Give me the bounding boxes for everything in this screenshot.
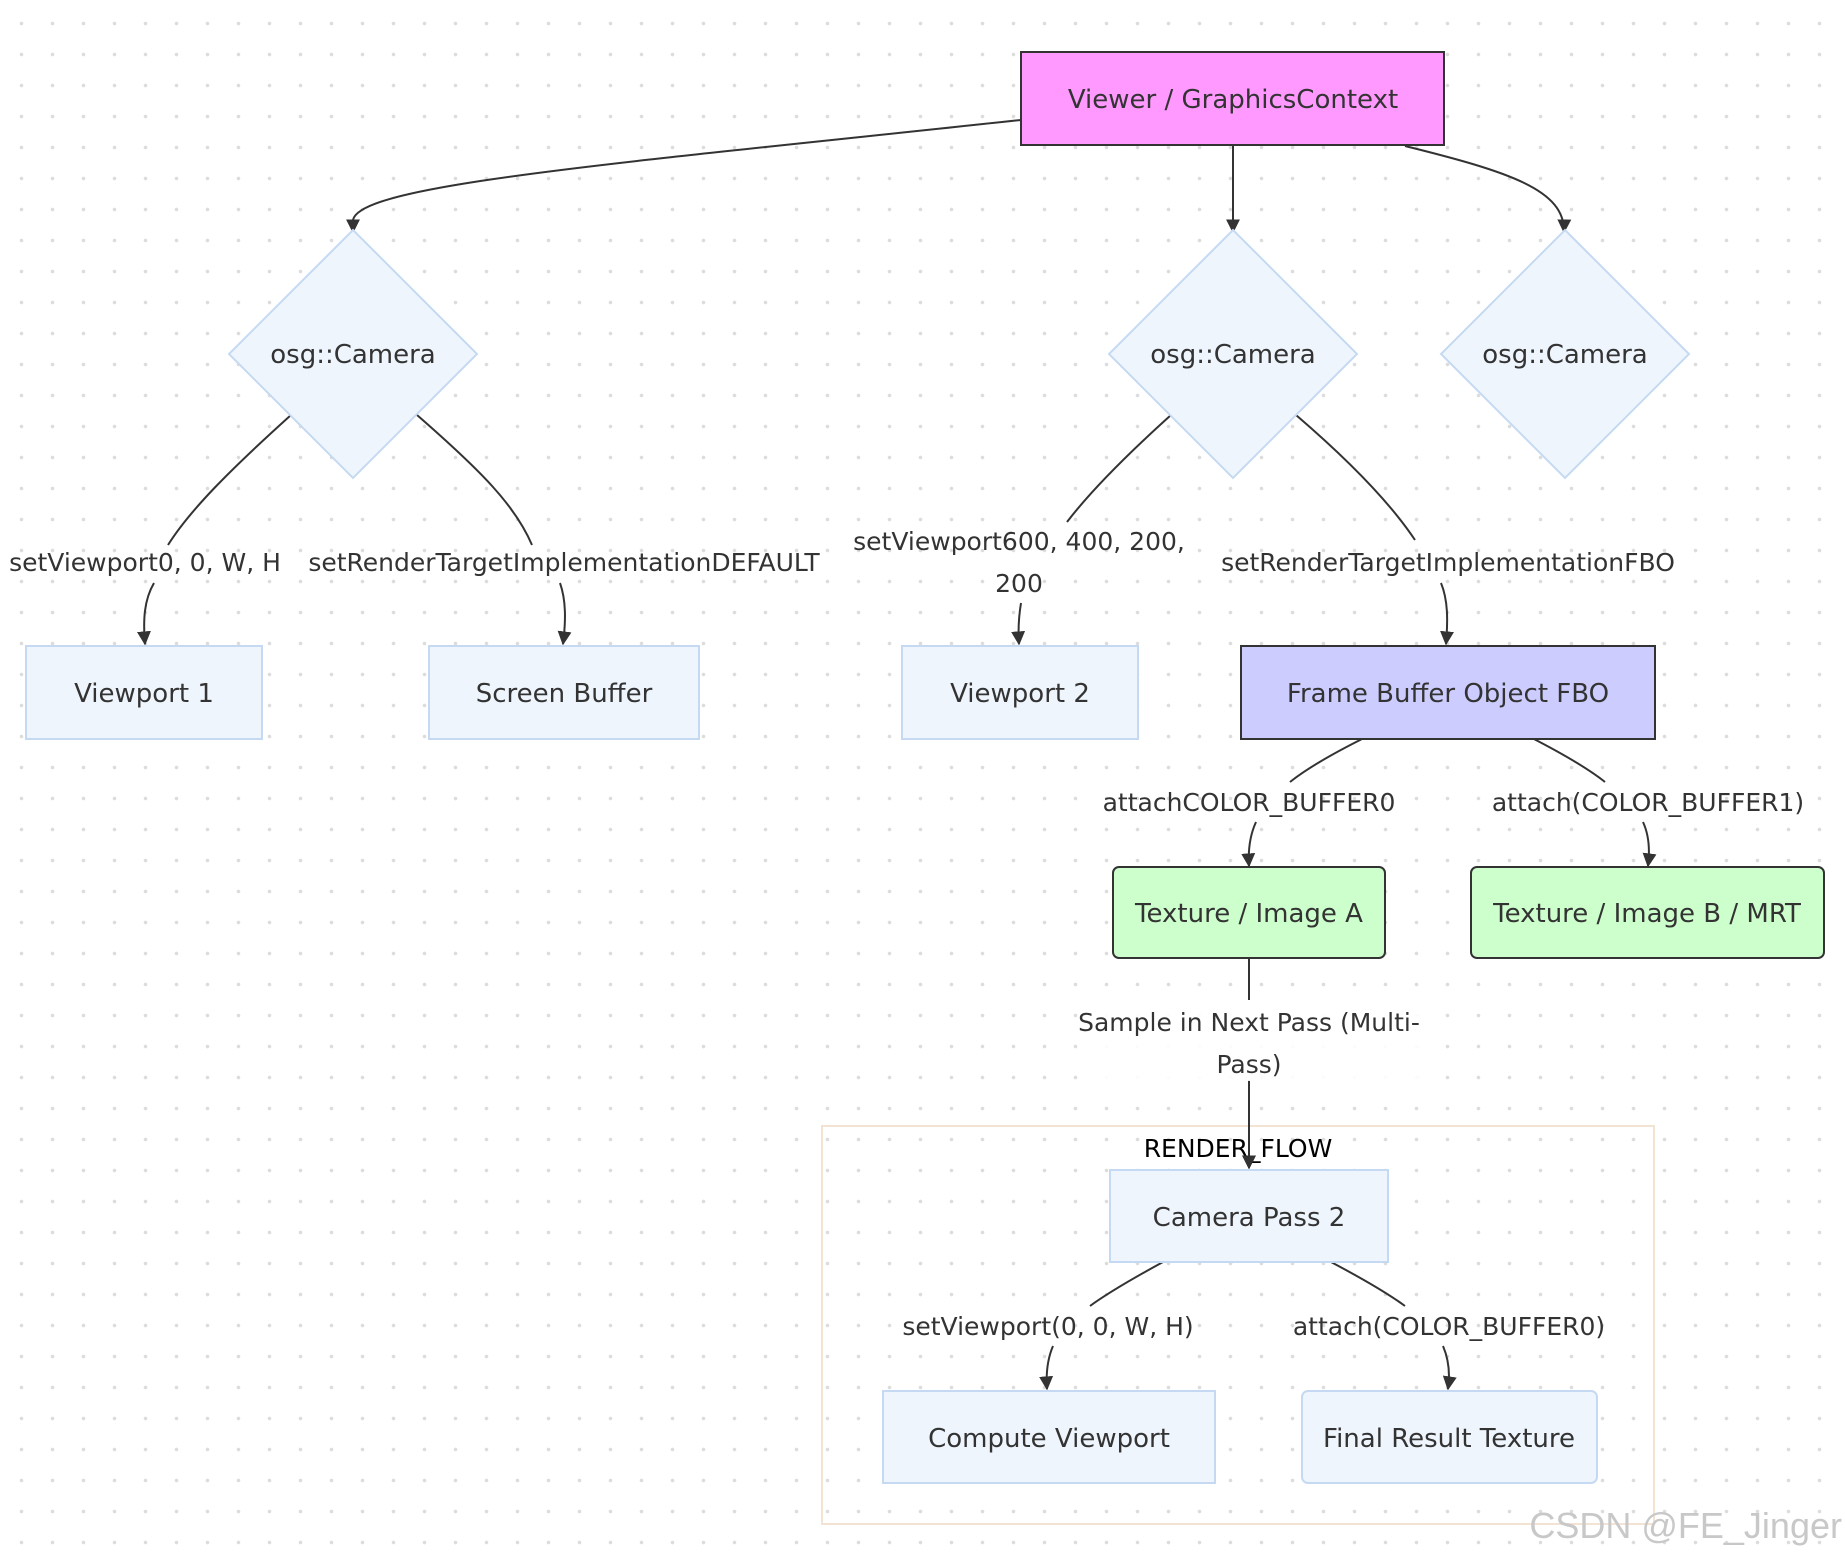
edges <box>144 119 1649 1389</box>
final-result-texture-label: Final Result Texture <box>1323 1424 1575 1454</box>
camera-3-label: osg::Camera <box>1482 340 1648 370</box>
edge-camera-2-viewport-2 <box>1019 414 1172 644</box>
edge-labels: setViewport0, 0, W, H setRenderTargetImp… <box>9 527 1804 1341</box>
edge-pass-2-final-texture <box>1330 1261 1449 1389</box>
edge-fbo-texture-a <box>1249 737 1365 866</box>
edge-label-fbo-attach-0: attachCOLOR_BUFFER0 <box>1103 788 1396 817</box>
viewer-label: Viewer / GraphicsContext <box>1068 85 1398 115</box>
render-flow-title: RENDER_FLOW <box>1144 1134 1333 1163</box>
edge-label-cam2-render-target: setRenderTargetImplementationFBO <box>1221 548 1675 577</box>
edge-camera-1-screen-buffer <box>416 414 565 644</box>
camera-node-3: osg::Camera <box>1439 228 1691 480</box>
edge-label-sample-line1: Sample in Next Pass (Multi- <box>1078 1008 1420 1037</box>
fbo-node: Frame Buffer Object FBO <box>1240 645 1656 740</box>
camera-node-2: osg::Camera <box>1107 228 1359 480</box>
viewport-2-label: Viewport 2 <box>950 679 1090 709</box>
edge-label-pass2-attach: attach(COLOR_BUFFER0) <box>1293 1312 1605 1341</box>
camera-node-1: osg::Camera <box>227 228 479 480</box>
camera-2-label: osg::Camera <box>1150 340 1316 370</box>
texture-b-node: Texture / Image B / MRT <box>1470 866 1825 959</box>
edge-label-fbo-attach-1: attach(COLOR_BUFFER1) <box>1492 788 1804 817</box>
camera-pass-2-node: Camera Pass 2 <box>1109 1169 1389 1263</box>
edge-label-pass2-viewport: setViewport(0, 0, W, H) <box>902 1312 1193 1341</box>
viewport-1-label: Viewport 1 <box>74 679 214 709</box>
texture-b-label: Texture / Image B / MRT <box>1492 899 1801 929</box>
edge-fbo-texture-b <box>1531 737 1649 866</box>
edge-label-cam1-viewport: setViewport0, 0, W, H <box>9 548 281 577</box>
edge-label-cam2-viewport-line2: 200 <box>995 569 1043 598</box>
final-result-texture-node: Final Result Texture <box>1301 1390 1598 1484</box>
camera-pass-2-label: Camera Pass 2 <box>1153 1203 1346 1233</box>
edge-viewer-camera-1 <box>346 119 1022 234</box>
texture-a-label: Texture / Image A <box>1134 899 1363 929</box>
viewer-node: Viewer / GraphicsContext <box>1020 51 1445 146</box>
edge-viewer-camera-3 <box>1404 145 1572 234</box>
watermark: CSDN @FE_Jinger <box>1529 1505 1842 1546</box>
edge-label-cam1-render-target: setRenderTargetImplementationDEFAULT <box>308 548 820 577</box>
fbo-label: Frame Buffer Object FBO <box>1287 679 1609 709</box>
edge-label-cam2-viewport-line1: setViewport600, 400, 200, <box>853 527 1185 556</box>
edge-camera-1-viewport-1 <box>144 414 292 644</box>
render-flow-cluster <box>821 1125 1655 1525</box>
compute-viewport-node: Compute Viewport <box>882 1390 1216 1484</box>
edge-camera-2-fbo <box>1295 414 1447 644</box>
texture-a-node: Texture / Image A <box>1112 866 1386 959</box>
edge-label-sample-line2: Pass) <box>1216 1050 1281 1079</box>
camera-1-label: osg::Camera <box>270 340 436 370</box>
compute-viewport-label: Compute Viewport <box>928 1424 1170 1454</box>
screen-buffer-label: Screen Buffer <box>476 679 653 709</box>
edge-pass-2-compute-viewport <box>1047 1261 1164 1389</box>
viewport-1-node: Viewport 1 <box>25 645 263 740</box>
screen-buffer-node: Screen Buffer <box>428 645 700 740</box>
viewport-2-node: Viewport 2 <box>901 645 1139 740</box>
